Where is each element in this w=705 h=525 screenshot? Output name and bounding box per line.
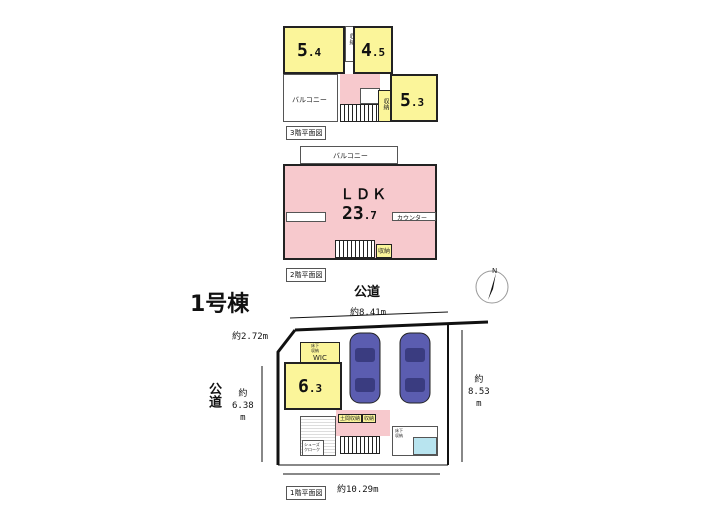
dim-bottom: 約10.29m <box>337 485 379 495</box>
storage-1f-b-label: 収納 <box>364 416 375 422</box>
underfloor-label: 床下 収納 <box>395 428 403 438</box>
wic-label: WIC <box>313 354 327 362</box>
balcony-3f-label: バルコニー <box>292 96 327 104</box>
shoes-cloak-label: シューズ クローク <box>304 442 320 452</box>
bathtub-icon <box>413 437 437 455</box>
car-icon-2 <box>399 332 431 404</box>
storage-2f: 収納 <box>376 244 392 258</box>
balcony-2f-label: バルコニー <box>333 152 368 160</box>
room-4-5-label: 4.5 <box>361 40 386 61</box>
balcony-2f: バルコニー <box>300 146 398 164</box>
storage-3f-1-label: 収納 <box>348 33 355 45</box>
storage-1f-a: 土間収納 <box>338 414 362 423</box>
kitchen-counter <box>286 212 326 222</box>
dim-right: 約 8.53 m <box>468 375 490 409</box>
floor1-caption: 1階平面図 <box>286 486 327 500</box>
room-6-3-label: 6.3 <box>298 376 323 397</box>
ldk-label: ＬＤＫ <box>340 187 388 203</box>
room-5-3-label: 5.3 <box>400 90 425 111</box>
dim-topleft: 約2.72m <box>232 332 269 342</box>
room-6-3: 6.3 <box>284 362 342 410</box>
road-top-label: 公道 <box>354 285 381 300</box>
dim-top: 約8.41m <box>350 308 387 318</box>
stairs-2f <box>335 240 375 258</box>
storage-3f-2-label: 収納 <box>382 98 389 110</box>
bath-area: 床下 収納 <box>392 426 438 456</box>
storage-3f-2: 収納 <box>378 90 392 122</box>
building-title: 1号棟 <box>190 292 250 317</box>
north-arrow: N <box>474 267 510 305</box>
stairs-1f <box>340 436 380 454</box>
north-label: N <box>492 267 498 275</box>
shoes-cloak: シューズ クローク <box>302 440 324 456</box>
ldk-area: 23.7 <box>342 203 377 224</box>
room-5-3: 5.3 <box>390 74 438 122</box>
wic-small-label: 床下 収納 <box>311 343 319 353</box>
floor3-caption: 3階平面図 <box>286 126 327 140</box>
storage-1f-b: 収納 <box>362 414 376 423</box>
room-4-5: 4.5 <box>353 26 393 74</box>
storage-2f-label: 収納 <box>378 248 391 255</box>
road-left-label: 公道 <box>206 382 221 408</box>
balcony-3f: バルコニー <box>283 74 338 122</box>
car-icon <box>349 332 381 404</box>
room-5-4: 5.4 <box>283 26 345 74</box>
north-arrow-icon <box>475 270 509 304</box>
storage-1f-a-label: 土間収納 <box>340 416 361 422</box>
dim-left: 約 6.38 m <box>232 389 254 423</box>
floor2-caption: 2階平面図 <box>286 268 327 282</box>
room-5-4-label: 5.4 <box>297 40 322 61</box>
counter: カウンター <box>392 212 436 222</box>
counter-label: カウンター <box>397 215 428 222</box>
